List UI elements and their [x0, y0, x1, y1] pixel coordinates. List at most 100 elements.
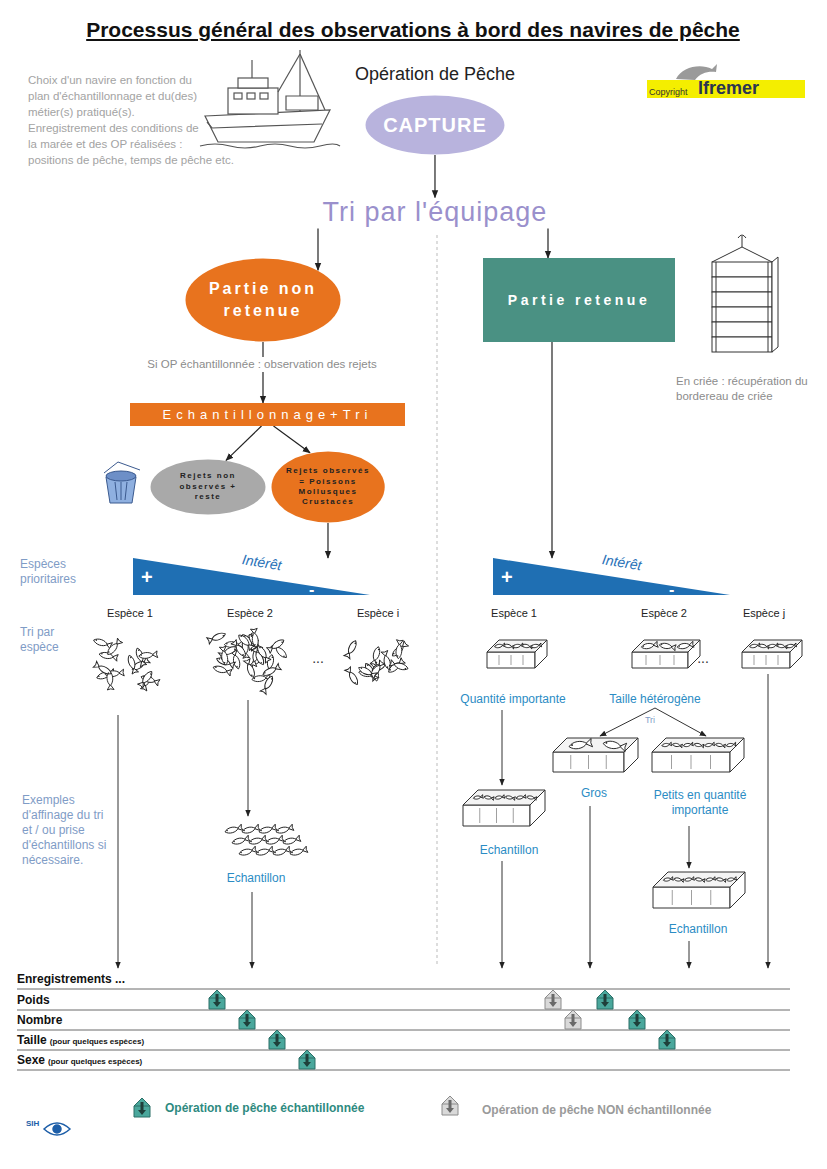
fish-eye — [98, 675, 100, 677]
ellipse-fill — [271, 451, 384, 522]
record-icon — [299, 1050, 315, 1069]
fish-eye — [260, 830, 262, 832]
sample-label: Echantillon — [669, 922, 728, 937]
fish-body — [494, 795, 502, 799]
tray-front — [742, 652, 790, 668]
fish-body — [211, 631, 227, 642]
rope — [712, 247, 742, 262]
fish-drawing — [258, 824, 277, 835]
ellipsis: ... — [312, 650, 324, 666]
retained-box: Partie retenue — [483, 258, 675, 342]
fish-eye — [495, 797, 497, 799]
fish-eye — [226, 643, 228, 645]
node-text: Tri par l'équipage — [323, 197, 548, 228]
fish-eye — [664, 879, 666, 881]
fish-eye — [684, 744, 686, 746]
fish-body — [695, 877, 703, 881]
split-note: Tri — [645, 715, 655, 725]
fish-drawing — [695, 877, 705, 882]
bin-rib — [121, 482, 122, 500]
side-note: Exemples d'affinage du tri et / ou prise… — [22, 793, 114, 868]
fish-drawing — [395, 640, 403, 659]
fish-body — [126, 654, 136, 670]
fish-body — [662, 743, 670, 747]
node-text: Intérêt — [241, 551, 283, 573]
window — [260, 93, 268, 99]
fish-drawing — [138, 669, 155, 688]
gantry — [286, 96, 318, 110]
diagram-title: Processus général des observations à bor… — [86, 18, 740, 42]
ellipse-fill — [186, 259, 341, 342]
fish-drawing — [126, 654, 139, 674]
icon-arrow — [633, 1014, 641, 1027]
fish-drawing — [726, 742, 736, 747]
record-icon — [565, 1010, 581, 1029]
flow-arrow — [327, 523, 328, 558]
fish-drawing — [494, 795, 504, 800]
species-name: Espèce j — [743, 607, 785, 619]
fish-body — [758, 644, 767, 649]
fish-eye — [397, 655, 399, 657]
icon-arrow — [446, 1100, 454, 1113]
fish-body — [138, 652, 153, 659]
fish-body — [674, 877, 682, 881]
row-line — [17, 989, 790, 990]
fish-body — [212, 665, 227, 675]
sample-label: Echantillon — [227, 871, 286, 886]
fish-eye — [387, 666, 389, 668]
fish-drawing — [659, 642, 676, 651]
fish-drawing — [231, 835, 250, 846]
icon-box — [545, 990, 561, 1009]
fish-tray — [742, 640, 802, 668]
fish-body — [141, 670, 154, 685]
icon-arrow — [303, 1054, 311, 1067]
fish-eye — [240, 852, 242, 854]
fish-drawing — [369, 660, 385, 679]
icon-box — [597, 990, 613, 1009]
fish-eye — [750, 646, 751, 647]
record-row: Sexe — [17, 1053, 45, 1067]
fish-drawing — [93, 637, 113, 649]
fish-body — [372, 646, 381, 661]
flow-arrow — [551, 342, 552, 558]
fish-eye — [523, 645, 524, 646]
fish-drawing — [704, 742, 714, 747]
fish-eye — [662, 744, 664, 746]
fish-eye — [378, 648, 380, 650]
tray-front — [487, 652, 535, 668]
fish-body — [677, 642, 690, 649]
tray-rib — [588, 755, 589, 769]
method-note: Choix d'un navire en fonction du plan d'… — [28, 72, 320, 168]
fish-eye — [291, 852, 293, 854]
icon-arrow — [243, 1014, 251, 1027]
fish-eye — [727, 879, 729, 881]
fish-body — [97, 664, 112, 676]
tray-note: Quantité importante — [460, 692, 565, 707]
fish-drawing — [207, 631, 227, 644]
fish-eye — [354, 642, 356, 644]
fish-eye — [726, 744, 728, 746]
tray-rib — [496, 808, 497, 823]
fish-eye — [393, 653, 395, 655]
fish-eye — [404, 668, 406, 670]
fish-eye — [516, 797, 518, 799]
fish-eye — [685, 879, 687, 881]
fish-eye — [101, 653, 103, 655]
fish-eye — [495, 646, 496, 647]
record-row: Taille — [17, 1033, 47, 1047]
window — [234, 93, 242, 99]
eye-outline — [44, 1123, 70, 1135]
fish-body — [263, 675, 275, 690]
fish-eye — [107, 672, 109, 674]
fish-eye — [140, 654, 142, 656]
bin-lid — [104, 462, 140, 473]
fish-eye — [514, 646, 515, 647]
fish-drawing — [250, 628, 259, 647]
tray-rib — [606, 755, 607, 769]
tray-top — [463, 790, 545, 805]
fish-drawing — [602, 739, 626, 751]
tray-note: Taille hétérogène — [609, 692, 700, 707]
fish-body — [672, 743, 680, 747]
tray-rib — [513, 808, 514, 823]
